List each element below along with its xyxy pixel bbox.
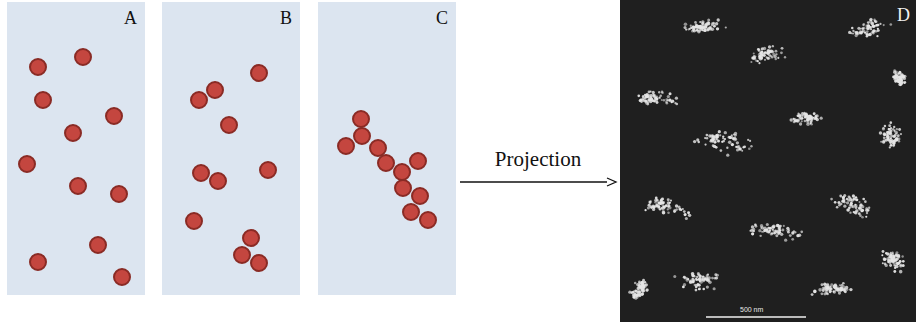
panel-letter: D: [897, 6, 910, 24]
arrow-label: Projection: [495, 149, 581, 170]
projection-arrow: [460, 178, 616, 186]
panel-b: B: [162, 2, 300, 295]
panel-a: A: [7, 2, 145, 295]
panel-letter: B: [280, 9, 292, 27]
micrograph-panel: D: [620, 0, 916, 322]
panel-letter: C: [436, 9, 448, 27]
panel-c: C: [318, 2, 456, 295]
arrow-shaft: [460, 181, 607, 182]
panel-letter: A: [124, 9, 137, 27]
scale-label: 500 nm: [740, 306, 763, 313]
arrow-head: [607, 178, 616, 186]
